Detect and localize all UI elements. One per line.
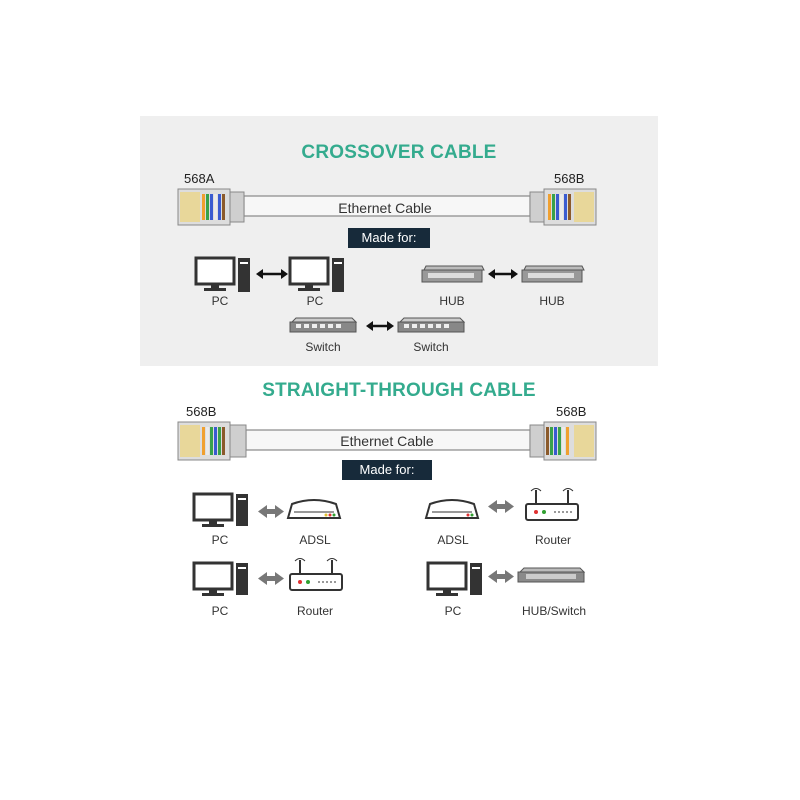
- computer-icon: [288, 256, 344, 292]
- device-label: PC: [444, 604, 462, 618]
- computer-icon: [192, 492, 248, 527]
- crossover-left-standard: 568A: [184, 171, 215, 186]
- double-arrow-icon: [488, 500, 514, 513]
- device-label: ADSL: [437, 533, 469, 547]
- switch-icon: [397, 317, 466, 333]
- device-label: Switch: [413, 340, 449, 354]
- rj45-connector-left-icon: [177, 421, 247, 461]
- computer-icon: [426, 561, 482, 596]
- rj45-connector-left-icon: [177, 188, 245, 226]
- double-arrow-icon: [488, 570, 514, 583]
- crossover-title: CROSSOVER CABLE: [301, 142, 497, 163]
- router-icon: [525, 488, 579, 521]
- crossover-right-standard: 568B: [554, 171, 585, 186]
- straight-made-for-label: Made for:: [342, 460, 432, 480]
- device-label: PC: [211, 604, 229, 618]
- device-label: HUB: [539, 294, 565, 308]
- crossover-panel: CROSSOVER CABLE 568A 568B: [140, 116, 658, 366]
- switch-icon: [289, 317, 358, 333]
- hub-icon: [421, 265, 485, 283]
- crossover-cable-diagram: [177, 188, 597, 333]
- device-label: Router: [534, 533, 572, 547]
- straight-left-standard: 568B: [186, 404, 217, 419]
- straight-right-standard: 568B: [556, 404, 587, 419]
- rj45-connector-right-icon: [529, 188, 597, 226]
- adsl-modem-icon: [424, 499, 480, 519]
- straight-through-panel: STRAIGHT-THROUGH CABLE 568B 568B: [140, 370, 658, 630]
- double-arrow-icon: [258, 505, 284, 518]
- hub-icon: [521, 265, 585, 283]
- straight-through-cable-diagram: [177, 421, 597, 596]
- rj45-connector-right-icon: [529, 421, 597, 461]
- device-label: Router: [296, 604, 334, 618]
- double-arrow-icon: [258, 572, 284, 585]
- crossover-cable-label: Ethernet Cable: [338, 200, 432, 216]
- straight-cable-label: Ethernet Cable: [340, 433, 434, 449]
- crossover-made-for-label: Made for:: [348, 228, 430, 248]
- device-label: ADSL: [299, 533, 331, 547]
- router-icon: [289, 558, 343, 591]
- device-label: HUB: [439, 294, 465, 308]
- device-label: HUB/Switch: [521, 604, 586, 618]
- device-label: PC: [211, 294, 229, 308]
- device-label: PC: [211, 533, 229, 547]
- computer-icon: [192, 561, 248, 596]
- device-label: PC: [306, 294, 324, 308]
- straight-through-title: STRAIGHT-THROUGH CABLE: [262, 380, 536, 401]
- hub-switch-icon: [517, 567, 586, 583]
- adsl-modem-icon: [286, 499, 342, 519]
- device-label: Switch: [305, 340, 341, 354]
- computer-icon: [194, 256, 250, 292]
